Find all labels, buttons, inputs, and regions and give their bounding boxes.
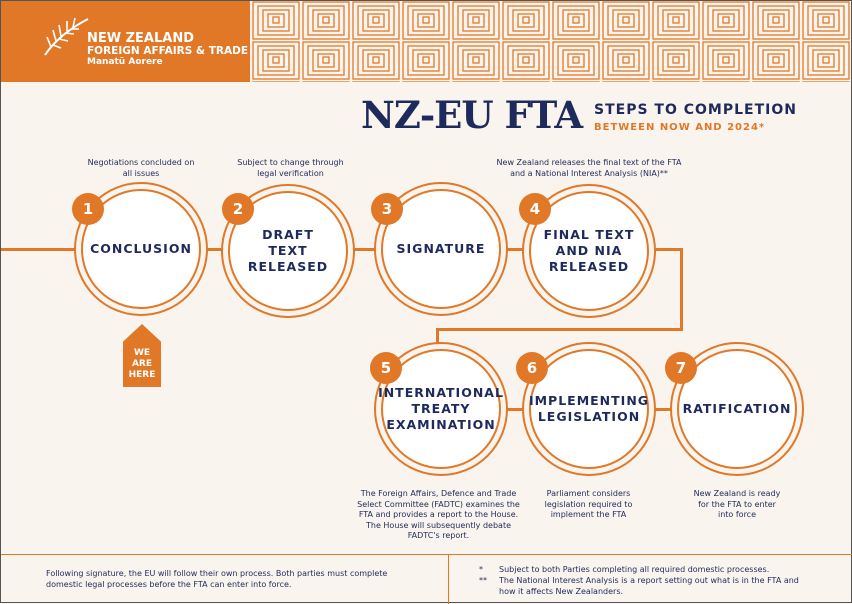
step-1-badge: 1 — [72, 193, 104, 225]
step-7-note: New Zealand is ready for the FTA to ente… — [693, 489, 781, 519]
footer — [1, 554, 852, 604]
brand-header: NEW ZEALAND FOREIGN AFFAIRS & TRADE Mana… — [1, 1, 250, 82]
step-7-circle: RATIFICATION — [670, 342, 804, 476]
footer-note: Following signature, the EU will follow … — [46, 569, 388, 589]
brand-line-2: FOREIGN AFFAIRS & TRADE — [87, 45, 249, 57]
connector-line — [680, 248, 683, 331]
step-5-badge: 5 — [370, 352, 402, 384]
step-6-badge: 6 — [516, 352, 548, 384]
step-2-badge: 2 — [222, 193, 254, 225]
footnote-mark: * — [479, 565, 483, 574]
footer-divider — [448, 554, 449, 604]
footnote-mark: ** — [479, 576, 487, 585]
step-2-circle: DRAFT TEXT RELEASED — [221, 184, 355, 318]
footnote: * Subject to both Parties completing all … — [479, 564, 799, 575]
brand-line-3: Manatū Aorere — [87, 57, 163, 67]
brand-line-1: NEW ZEALAND — [87, 31, 195, 46]
step-5-note: The Foreign Affairs, Defence and Trade S… — [357, 489, 520, 540]
we-are-here-marker: WE ARE HERE — [123, 324, 161, 387]
step-4-note: New Zealand releases the final text of t… — [496, 158, 682, 178]
footnote-text: The National Interest Analysis is a repo… — [499, 576, 799, 596]
page-subtitle-timeline: BETWEEN NOW AND 2024* — [594, 122, 766, 133]
step-4-circle: FINAL TEXT AND NIA RELEASED — [522, 184, 656, 318]
step-6-circle: IMPLEMENTING LEGISLATION — [522, 342, 656, 476]
footnotes: * Subject to both Parties completing all … — [479, 564, 799, 597]
footnote-text: Subject to both Parties completing all r… — [499, 565, 770, 574]
page-title: NZ-EU FTA — [361, 93, 583, 137]
connector-line — [436, 328, 683, 331]
step-2-label: DRAFT TEXT RELEASED — [228, 191, 348, 311]
step-7-label: RATIFICATION — [677, 349, 797, 469]
decorative-pattern — [252, 1, 852, 82]
fern-icon — [44, 17, 89, 56]
page-subtitle: STEPS TO COMPLETION — [594, 102, 797, 118]
step-3-badge: 3 — [371, 193, 403, 225]
step-6-note: Parliament considers legislation require… — [544, 489, 633, 519]
step-4-badge: 4 — [519, 193, 551, 225]
footnote: ** The National Interest Analysis is a re… — [479, 575, 799, 597]
step-1-note: Negotiations concluded on all issues — [87, 158, 195, 178]
step-6-label: IMPLEMENTING LEGISLATION — [529, 349, 649, 469]
step-7-badge: 7 — [665, 352, 697, 384]
step-2-note: Subject to change through legal verifica… — [237, 158, 344, 178]
